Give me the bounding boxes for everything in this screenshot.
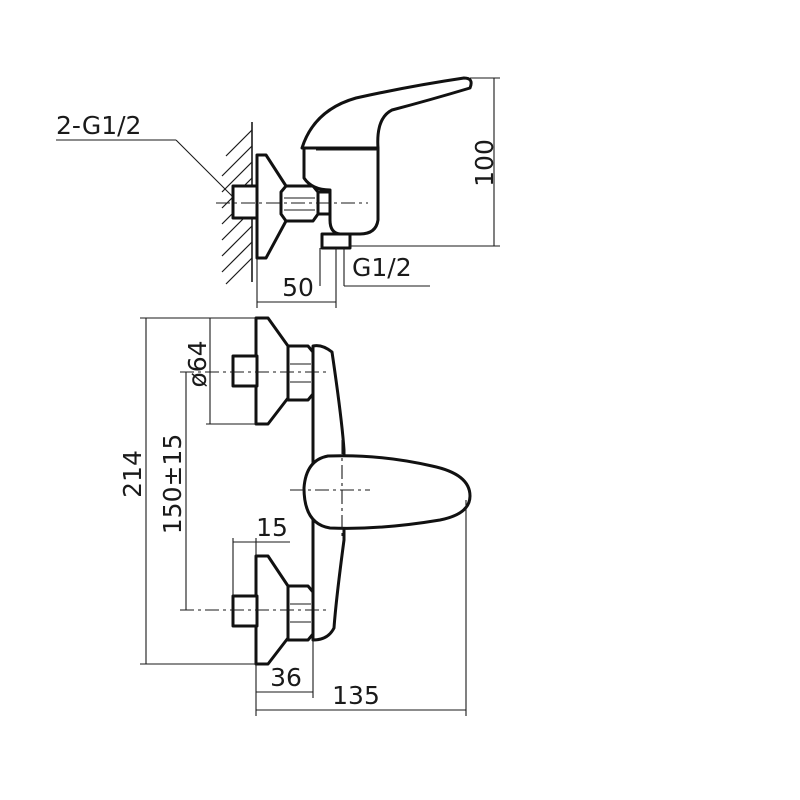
dim-center-distance: 150±15 xyxy=(158,434,187,534)
dim-flange-diameter: ø64 xyxy=(183,340,212,387)
dim-depth-50: 50 xyxy=(282,273,314,302)
dim-total-height-214: 214 xyxy=(118,450,147,498)
inlet-pipe-side xyxy=(231,184,259,220)
dim-eccentric-offset: 15 xyxy=(256,513,288,542)
lever-handle-front xyxy=(302,454,472,530)
front-view: 214 150±15 ø64 15 36 135 xyxy=(118,316,472,716)
outlet-nipple-side xyxy=(320,232,352,250)
flange-top-front xyxy=(254,316,290,426)
dim-body-width: 36 xyxy=(270,663,302,692)
dim-height-100: 100 xyxy=(470,139,499,187)
hex-nut-bottom-front xyxy=(286,584,315,642)
lever-handle-side xyxy=(300,76,473,150)
dim-total-width: 135 xyxy=(332,681,380,710)
mixer-body-side xyxy=(302,146,380,236)
inlet-pipe-bottom-front xyxy=(231,594,259,628)
thread-label-inlet: 2-G1/2 xyxy=(56,111,141,140)
inlet-pipe-top-front xyxy=(231,354,259,388)
thread-label-outlet: G1/2 xyxy=(352,253,412,282)
side-view: 100 50 2-G1/2 G1/2 xyxy=(56,76,500,308)
hex-nut-top-front xyxy=(286,344,315,402)
